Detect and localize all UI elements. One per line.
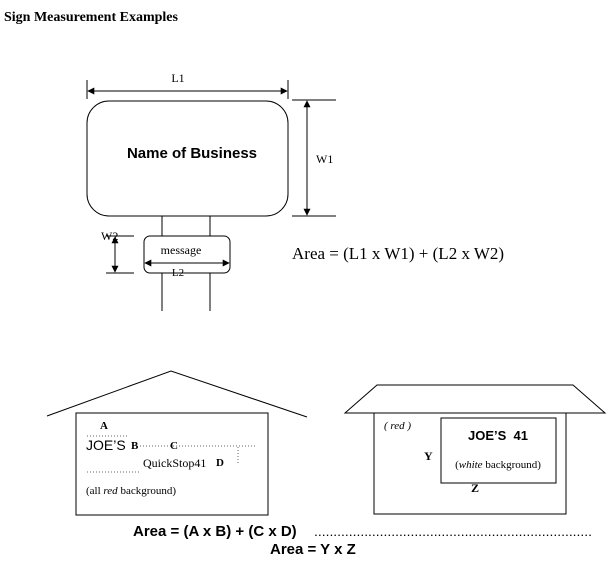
page-title: Sign Measurement Examples [4,10,179,25]
white-bg-suffix: background) [483,459,542,471]
area-formula-3: Area = Y x Z [270,541,356,558]
label-b: B [131,440,139,452]
label-a: A [100,420,108,432]
joes-text: JOE’S [86,437,126,453]
w2-label: W2 [101,229,118,243]
label-z: Z [471,481,479,495]
main-sign-panel [86,100,289,217]
label-d: D [216,457,224,469]
label-y: Y [424,449,433,463]
roof-2 [343,384,607,414]
quickstop-text: QuickStop41 [143,456,206,470]
background-note-1: (all red background) [86,485,176,497]
background-note-prefix: (all [86,485,103,497]
joes-41-text: JOE’S 41 [468,428,528,443]
red-note: ( red ) [384,420,411,432]
area-formula-1: Area = (L1 x W1) + (L2 x W2) [292,244,504,263]
background-color-word: red [103,485,118,497]
building-sign-diagram-2: ( red ) JOE’S 41 (white background) Y Z [343,384,607,515]
white-bg-color-word: white [459,459,483,471]
business-name-text: Name of Business [127,145,257,162]
background-note-suffix: background) [118,485,177,497]
building-1-wall [75,412,269,516]
business-sign-diagram: Name of Business L1 W1 message L2 W2 Are… [86,71,504,311]
white-sign-panel [440,417,557,484]
l1-label: L1 [171,71,184,85]
label-c: C [170,440,178,452]
white-bg-prefix: ( [455,459,459,471]
building-sign-diagram-1: A JOE’S B C QuickStop41 D (all red backg… [46,370,308,516]
area-formula-2: Area = (A x B) + (C x D) [133,523,297,540]
building-2-wall [373,412,567,515]
w1-label: W1 [316,152,333,166]
roof-1 [46,370,308,418]
leader-dots: ........................................… [314,524,592,539]
l2-label: L2 [172,267,184,279]
message-text: message [161,243,202,257]
white-background-note: (white background) [455,459,541,471]
